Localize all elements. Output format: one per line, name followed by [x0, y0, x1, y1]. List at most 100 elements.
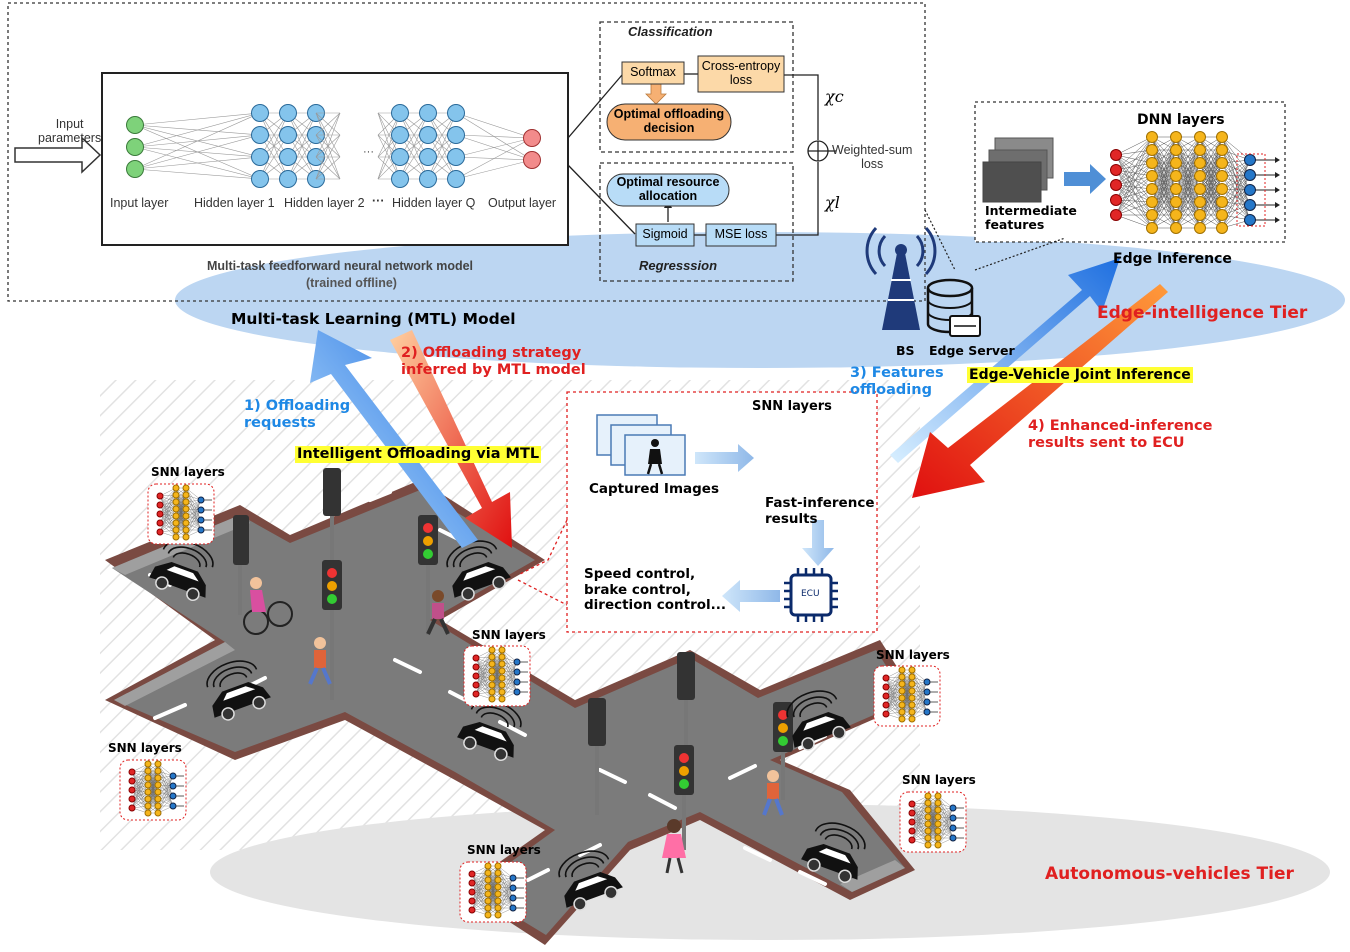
nn-edge: [497, 879, 514, 899]
neuron: [509, 874, 517, 882]
nn-edge: [937, 817, 954, 839]
nn-edge: [475, 670, 493, 686]
nn-edge: [497, 877, 514, 895]
nn-edge: [185, 519, 202, 538]
neuron: [468, 888, 476, 896]
nn-edge: [491, 649, 503, 672]
step2-label: 2) Offloading strategy inferred by MTL m…: [401, 345, 586, 378]
neuron: [391, 126, 409, 144]
nn-edge: [885, 686, 903, 713]
neuron: [472, 672, 480, 680]
nn-edge: [159, 504, 177, 531]
neuron: [924, 834, 932, 842]
nn-edge: [134, 112, 261, 148]
neuron: [498, 688, 506, 696]
neuron: [128, 777, 136, 785]
neuron: [419, 126, 437, 144]
car-window: [575, 876, 608, 891]
nn-edge: [159, 522, 177, 538]
neuron: [391, 148, 409, 166]
mse-box: [705, 223, 777, 247]
nn-edge: [131, 789, 149, 807]
road-network: [105, 480, 918, 945]
neuron: [144, 774, 152, 782]
nn-edge: [1221, 136, 1251, 191]
nn-edge: [185, 499, 202, 517]
neuron: [908, 694, 916, 702]
nn-edge: [131, 789, 149, 814]
nn-edge: [501, 663, 518, 683]
nn-edge: [475, 666, 493, 686]
ecu-label: ECU: [801, 589, 820, 599]
neuron: [128, 786, 136, 794]
arrowhead: [1275, 172, 1280, 178]
neuron: [182, 526, 190, 534]
optimal-offloading-box: [606, 103, 732, 141]
arrow-offloading-requests: [310, 330, 478, 548]
neuron: [484, 876, 492, 884]
nn-edge: [134, 112, 261, 126]
neuron: [1194, 131, 1206, 143]
nn-edge: [131, 780, 149, 807]
nn-edge: [1115, 184, 1153, 190]
mtl-caption-sub: (trained offline): [306, 276, 397, 290]
snn-network-icon: [119, 759, 187, 821]
neuron: [949, 834, 957, 842]
neuron: [154, 809, 162, 817]
nn-edge: [497, 886, 514, 909]
neuron: [924, 792, 932, 800]
neuron: [882, 674, 890, 682]
down-arrow: [645, 83, 667, 105]
neuron: [509, 884, 517, 892]
neuron: [182, 491, 190, 499]
nn-edge: [455, 159, 533, 180]
neuron: [488, 681, 496, 689]
nn-edge: [1115, 162, 1153, 201]
neuron: [172, 519, 180, 527]
regression-box: [599, 162, 794, 282]
signal-wave: [172, 552, 201, 568]
snn-network-icon: [899, 791, 967, 853]
nn-edge: [911, 795, 929, 823]
car-window: [803, 716, 836, 731]
autonomous-car-icon: [446, 540, 511, 601]
output-layer-label: Output layer: [488, 196, 557, 210]
nn-edge: [1115, 201, 1153, 216]
mtl-panel: [7, 2, 926, 302]
signal-wave: [792, 696, 833, 718]
nn-edge: [1199, 136, 1223, 177]
neuron: [447, 148, 465, 166]
signal-wave: [219, 672, 248, 688]
nn-edge: [1151, 136, 1177, 177]
nn-edge: [185, 509, 202, 538]
neuron: [391, 104, 409, 122]
mse-label: MSE loss: [714, 227, 768, 242]
neuron: [1146, 131, 1158, 143]
mtl-model-label: Multi-task Learning (MTL) Model: [231, 310, 516, 328]
neuron: [509, 894, 517, 902]
neuron: [494, 876, 502, 884]
edge-panel: [924, 101, 1286, 271]
nn-edge: [1115, 175, 1153, 201]
vehicle-panel: [517, 391, 878, 633]
neuron: [1216, 222, 1228, 234]
nn-edge: [1221, 174, 1251, 229]
neuron: [488, 660, 496, 668]
nn-edge: [471, 872, 489, 893]
neuron: [513, 658, 521, 666]
nn-edge: [399, 112, 429, 180]
nn-edge: [1115, 169, 1153, 190]
nn-edge: [159, 508, 177, 524]
neuron: [908, 827, 916, 835]
neuron: [484, 862, 492, 870]
neuron: [882, 683, 890, 691]
signal-wave: [206, 660, 258, 688]
signal-wave: [167, 546, 208, 568]
neuron: [1110, 179, 1122, 191]
neuron: [279, 170, 297, 188]
intelligent-offloading-label: Intelligent Offloading via MTL: [295, 446, 542, 463]
nn-edge: [1175, 136, 1201, 177]
neuron: [144, 788, 152, 796]
nn-edge: [1115, 175, 1153, 216]
neuron: [468, 879, 476, 887]
